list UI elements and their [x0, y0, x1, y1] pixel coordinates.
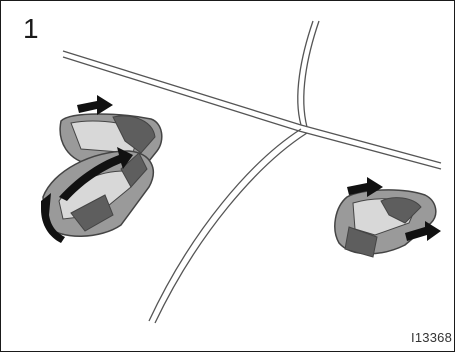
figure-code: I13368	[411, 330, 452, 345]
right-seat-belt-buckle-illustration	[335, 190, 436, 257]
left-seat-belt-buckle-illustration	[43, 114, 162, 236]
